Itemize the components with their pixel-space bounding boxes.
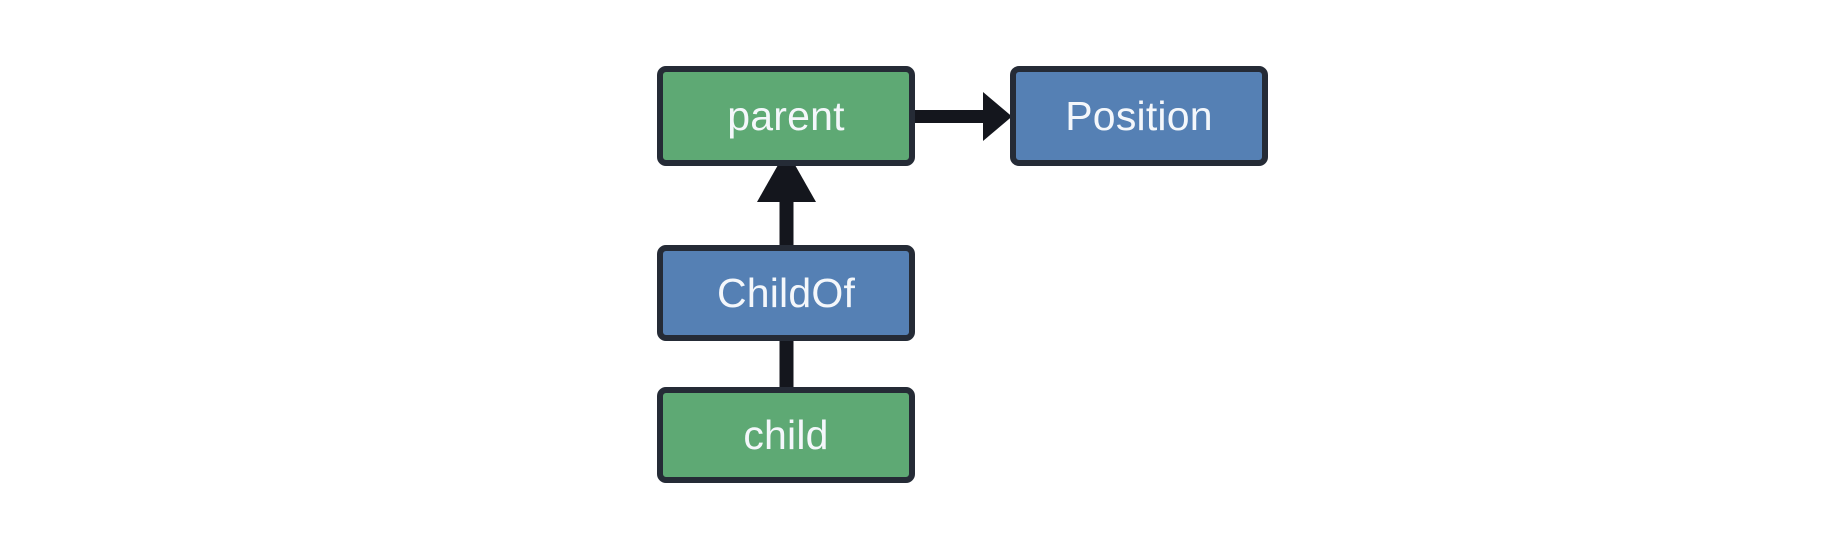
node-parent[interactable]: parent [657,66,915,166]
edge-child-to-childof [779,336,794,392]
node-position[interactable]: Position [1010,66,1268,166]
node-child-label: child [743,411,829,458]
node-child[interactable]: child [657,387,915,483]
node-childof[interactable]: ChildOf [657,245,915,341]
node-position-label: Position [1065,92,1213,139]
node-parent-label: parent [727,92,845,139]
edge-parent-to-position [913,92,1012,141]
node-childof-label: ChildOf [716,269,856,316]
